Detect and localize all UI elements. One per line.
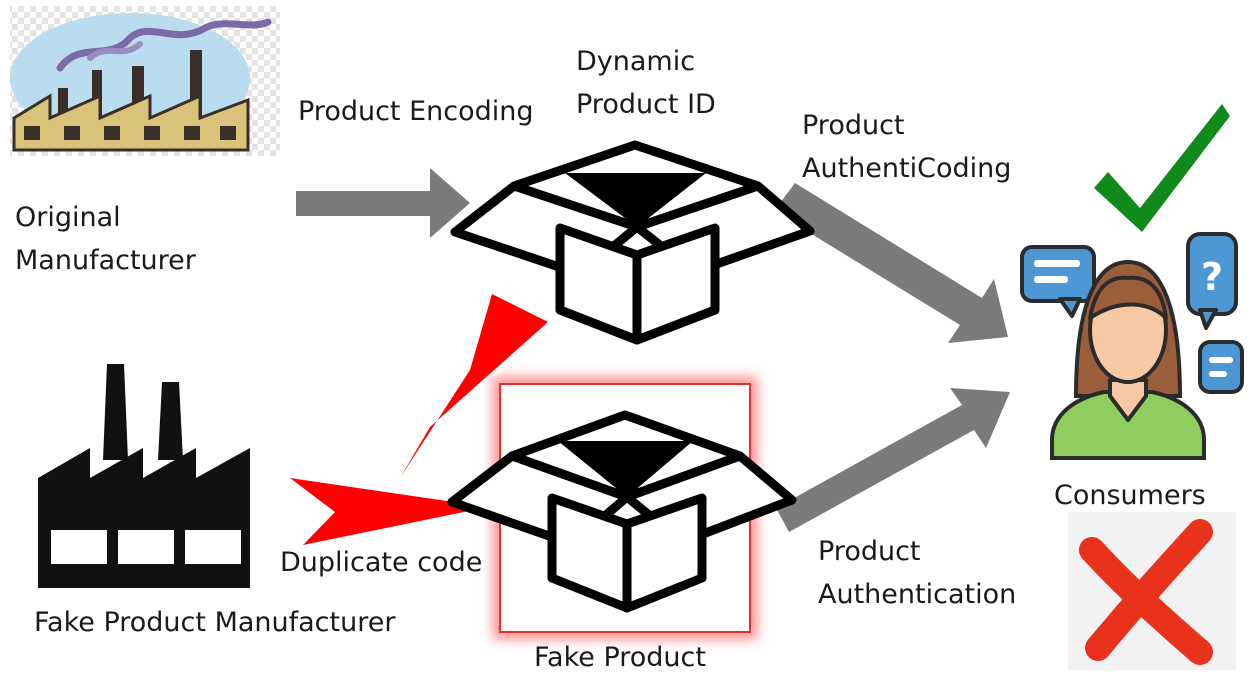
arrow-copy-from-original: [400, 294, 548, 478]
factory-color-icon: [10, 6, 280, 156]
product-encoding-label: Product Encoding: [298, 96, 534, 127]
product-authenticoding-label-line2: AuthentiCoding: [802, 153, 1012, 184]
dynamic-product-id-label-line1: Dynamic: [576, 46, 696, 77]
product-authentication-label-line1: Product: [818, 536, 921, 567]
open-box-icon: [450, 140, 815, 345]
fake-product-label: Fake Product: [534, 642, 706, 673]
question-mark-icon: ?: [1201, 255, 1223, 299]
factory-silhouette-icon: [38, 364, 250, 588]
arrow-duplicate-code-to-box: [290, 478, 488, 545]
consumer-icon: ?: [1020, 232, 1244, 460]
cross-icon: [1068, 512, 1236, 670]
duplicate-code-label: Duplicate code: [280, 547, 483, 578]
dynamic-product-id-label-line2: Product ID: [576, 89, 716, 120]
arrow-authenticoding: [774, 183, 1008, 343]
fake-product-manufacturer-label: Fake Product Manufacturer: [34, 607, 396, 638]
arrow-authentication: [776, 388, 1010, 532]
consumers-label: Consumers: [1054, 480, 1206, 511]
checkmark-icon: [1094, 104, 1230, 232]
original-manufacturer-label-line1: Original: [15, 202, 121, 233]
original-manufacturer-label-line2: Manufacturer: [15, 245, 196, 276]
arrow-encoding: [296, 168, 470, 238]
product-authenticoding-label-line1: Product: [802, 110, 905, 141]
open-box-icon: [447, 410, 797, 613]
product-authentication-label-line2: Authentication: [818, 579, 1017, 610]
